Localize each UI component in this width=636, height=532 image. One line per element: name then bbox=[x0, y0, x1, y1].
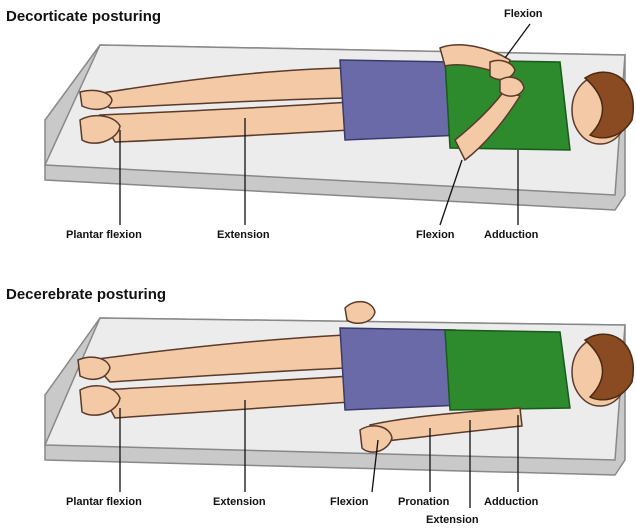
label-adduction-2: Adduction bbox=[484, 496, 538, 508]
label-pronation-2: Pronation bbox=[398, 496, 449, 508]
label-extension-arm-2: Extension bbox=[426, 514, 479, 526]
label-extension-1: Extension bbox=[217, 229, 270, 241]
shorts-1 bbox=[340, 60, 462, 140]
label-plantar-flexion-1: Plantar flexion bbox=[66, 229, 142, 241]
shirt-2 bbox=[445, 330, 570, 410]
decorticate-illustration bbox=[0, 0, 636, 240]
shorts-2 bbox=[340, 328, 462, 410]
label-flexion-2: Flexion bbox=[330, 496, 369, 508]
label-extension-2: Extension bbox=[213, 496, 266, 508]
label-adduction-1: Adduction bbox=[484, 229, 538, 241]
decerebrate-illustration bbox=[0, 290, 636, 522]
label-flexion-1: Flexion bbox=[416, 229, 455, 241]
label-plantar-flexion-2: Plantar flexion bbox=[66, 496, 142, 508]
